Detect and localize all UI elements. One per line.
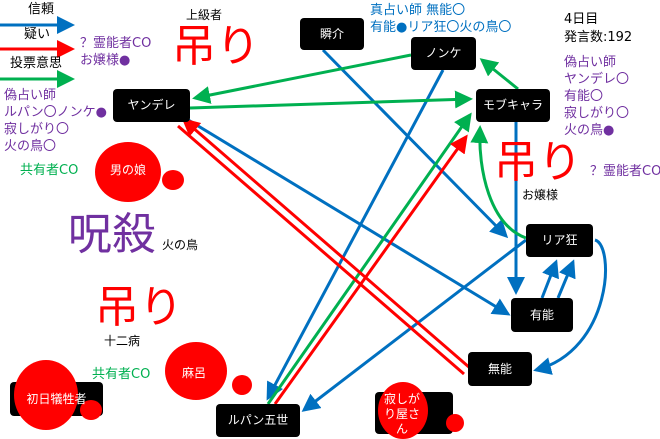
note-left-3: 火の鳥〇	[4, 139, 57, 154]
hang-mark-1: 吊り	[172, 21, 260, 72]
node-shunsuke[interactable]: 瞬介	[300, 18, 364, 50]
arrow-lupin-mob-doubt	[273, 134, 468, 405]
node-mob[interactable]: モブキャラ	[476, 89, 550, 122]
node-maro[interactable]: 麻呂	[181, 365, 206, 380]
arrow-nonke-lupin	[266, 69, 445, 401]
node-muno[interactable]: 無能	[468, 352, 532, 386]
blood-splatter	[95, 142, 161, 202]
node-yandere[interactable]: ヤンデレ	[113, 89, 190, 122]
arrow-yuno-riakyo-2	[556, 259, 576, 299]
node-lupin[interactable]: ルパン五世	[216, 404, 300, 437]
arrow-yuno-riakyo-1	[540, 259, 559, 299]
note-share-co-bottom: 共有者CO	[92, 367, 151, 382]
arrow-muno-yandere-2	[177, 124, 465, 376]
note-medium-co: ？霊能者CO	[80, 36, 152, 51]
note-right-4: 火の鳥●	[564, 123, 615, 138]
node-otokonoko[interactable]: 男の娘	[109, 162, 146, 177]
arrow-mob-nonke	[479, 58, 519, 91]
note-ojousama: お嬢様●	[80, 53, 131, 68]
arrow-yandere-mob	[189, 90, 473, 110]
hang1-name: 上級者	[186, 8, 223, 22]
arrow-muno-yandere-1	[181, 118, 471, 370]
post-count: 発言数:192	[564, 30, 633, 45]
curse-name: 火の鳥	[162, 238, 199, 252]
note-share-co-left: 共有者CO	[20, 163, 79, 178]
note-right-2: 有能〇	[564, 89, 604, 104]
blood-splatter	[232, 375, 252, 395]
note-left-2: 寂しがり〇	[4, 122, 70, 137]
note-right-3: 寂しがり〇	[564, 106, 630, 121]
arrow-yandere-yuno	[184, 116, 511, 316]
hang2-name: お嬢様	[522, 188, 559, 202]
arrow-riakyo-muno	[533, 238, 607, 375]
node-yuno[interactable]: 有能	[511, 298, 573, 332]
blood-splatter	[162, 170, 184, 190]
blood-splatter	[80, 400, 102, 420]
hang3-name: 十二病	[104, 334, 141, 348]
arrow-riakyo-lupin	[301, 238, 527, 412]
day-label: 4日目	[564, 12, 599, 27]
note-true-seer-1: 有能●リア狂〇火の鳥〇	[370, 20, 512, 35]
note-right-0: 偽占い師	[564, 55, 617, 70]
blood-splatter	[378, 382, 428, 439]
node-shonichi[interactable]: 初日犠牲者	[26, 391, 87, 406]
blood-splatter	[165, 342, 227, 400]
blood-splatter	[14, 360, 78, 430]
note-right-medium: ？霊能者CO	[590, 164, 660, 179]
blood-splatter	[446, 414, 464, 432]
note-true-seer-0: 真占い師 無能〇	[370, 3, 466, 18]
legend-vote-label: 投票意思	[10, 56, 63, 71]
node-nonke[interactable]: ノンケ	[411, 37, 476, 70]
curse-mark: 呪殺	[68, 209, 156, 260]
hang-mark-2: 吊り	[494, 137, 582, 188]
legend-doubt-label: 疑い	[24, 27, 51, 42]
arrow-riakyo-mob	[470, 125, 527, 240]
note-left-1: ルパン〇ノンケ●	[4, 105, 107, 120]
arrow-shunsuke-riakyo	[321, 48, 509, 239]
note-right-1: ヤンデレ〇	[564, 72, 630, 87]
node-sabishi[interactable]: 寂しがり屋さん	[383, 391, 420, 436]
note-left-0: 偽占い師	[4, 88, 57, 103]
legend-trust-label: 信頼	[28, 2, 55, 17]
arrow-nonke-yandere	[192, 53, 412, 104]
arrow-lupin-mob	[266, 112, 472, 405]
hang-mark-3: 吊り	[95, 282, 183, 333]
node-riakyo[interactable]: リア狂	[526, 224, 593, 257]
